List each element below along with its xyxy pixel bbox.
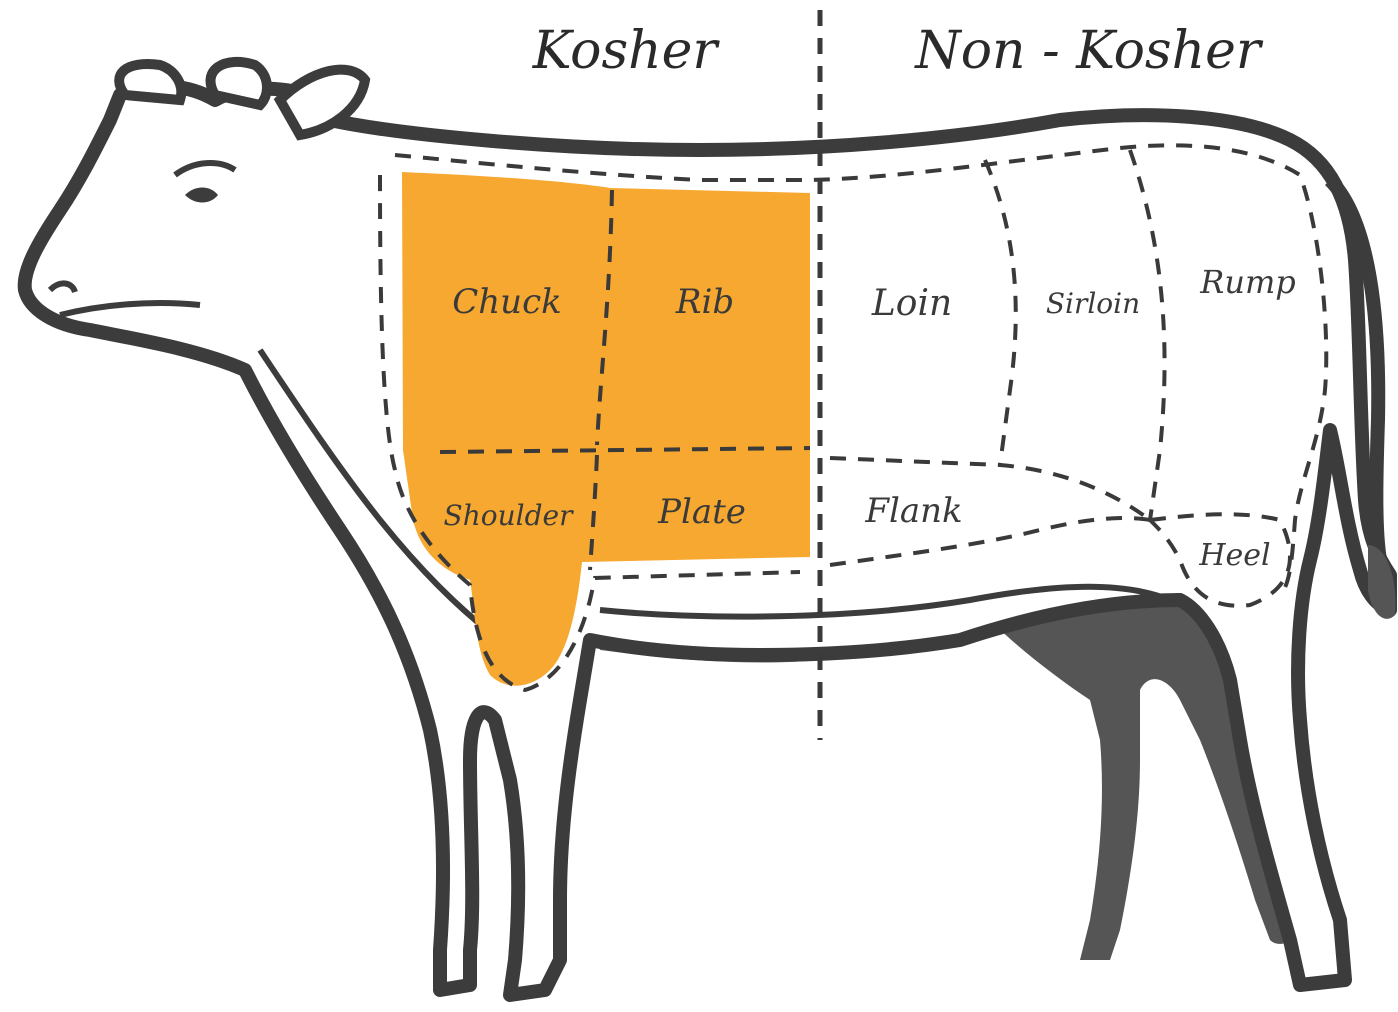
kosher-header: Kosher: [532, 21, 721, 81]
cut-label-flank: Flank: [864, 491, 962, 531]
cut-label-rib: Rib: [675, 282, 734, 322]
tail-tuft: [1368, 545, 1395, 619]
cut-label-plate: Plate: [657, 492, 746, 532]
horn-right: [211, 62, 267, 105]
cut-label-rump: Rump: [1199, 263, 1296, 301]
cut-label-chuck: Chuck: [452, 282, 561, 322]
cut-label-sirloin: Sirloin: [1046, 287, 1140, 320]
cut-label-shoulder: Shoulder: [444, 499, 575, 532]
cut-label-loin: Loin: [871, 283, 952, 324]
non-kosher-header: Non - Kosher: [913, 21, 1264, 81]
cut-label-heel: Heel: [1198, 538, 1270, 573]
horn-left: [119, 64, 181, 100]
